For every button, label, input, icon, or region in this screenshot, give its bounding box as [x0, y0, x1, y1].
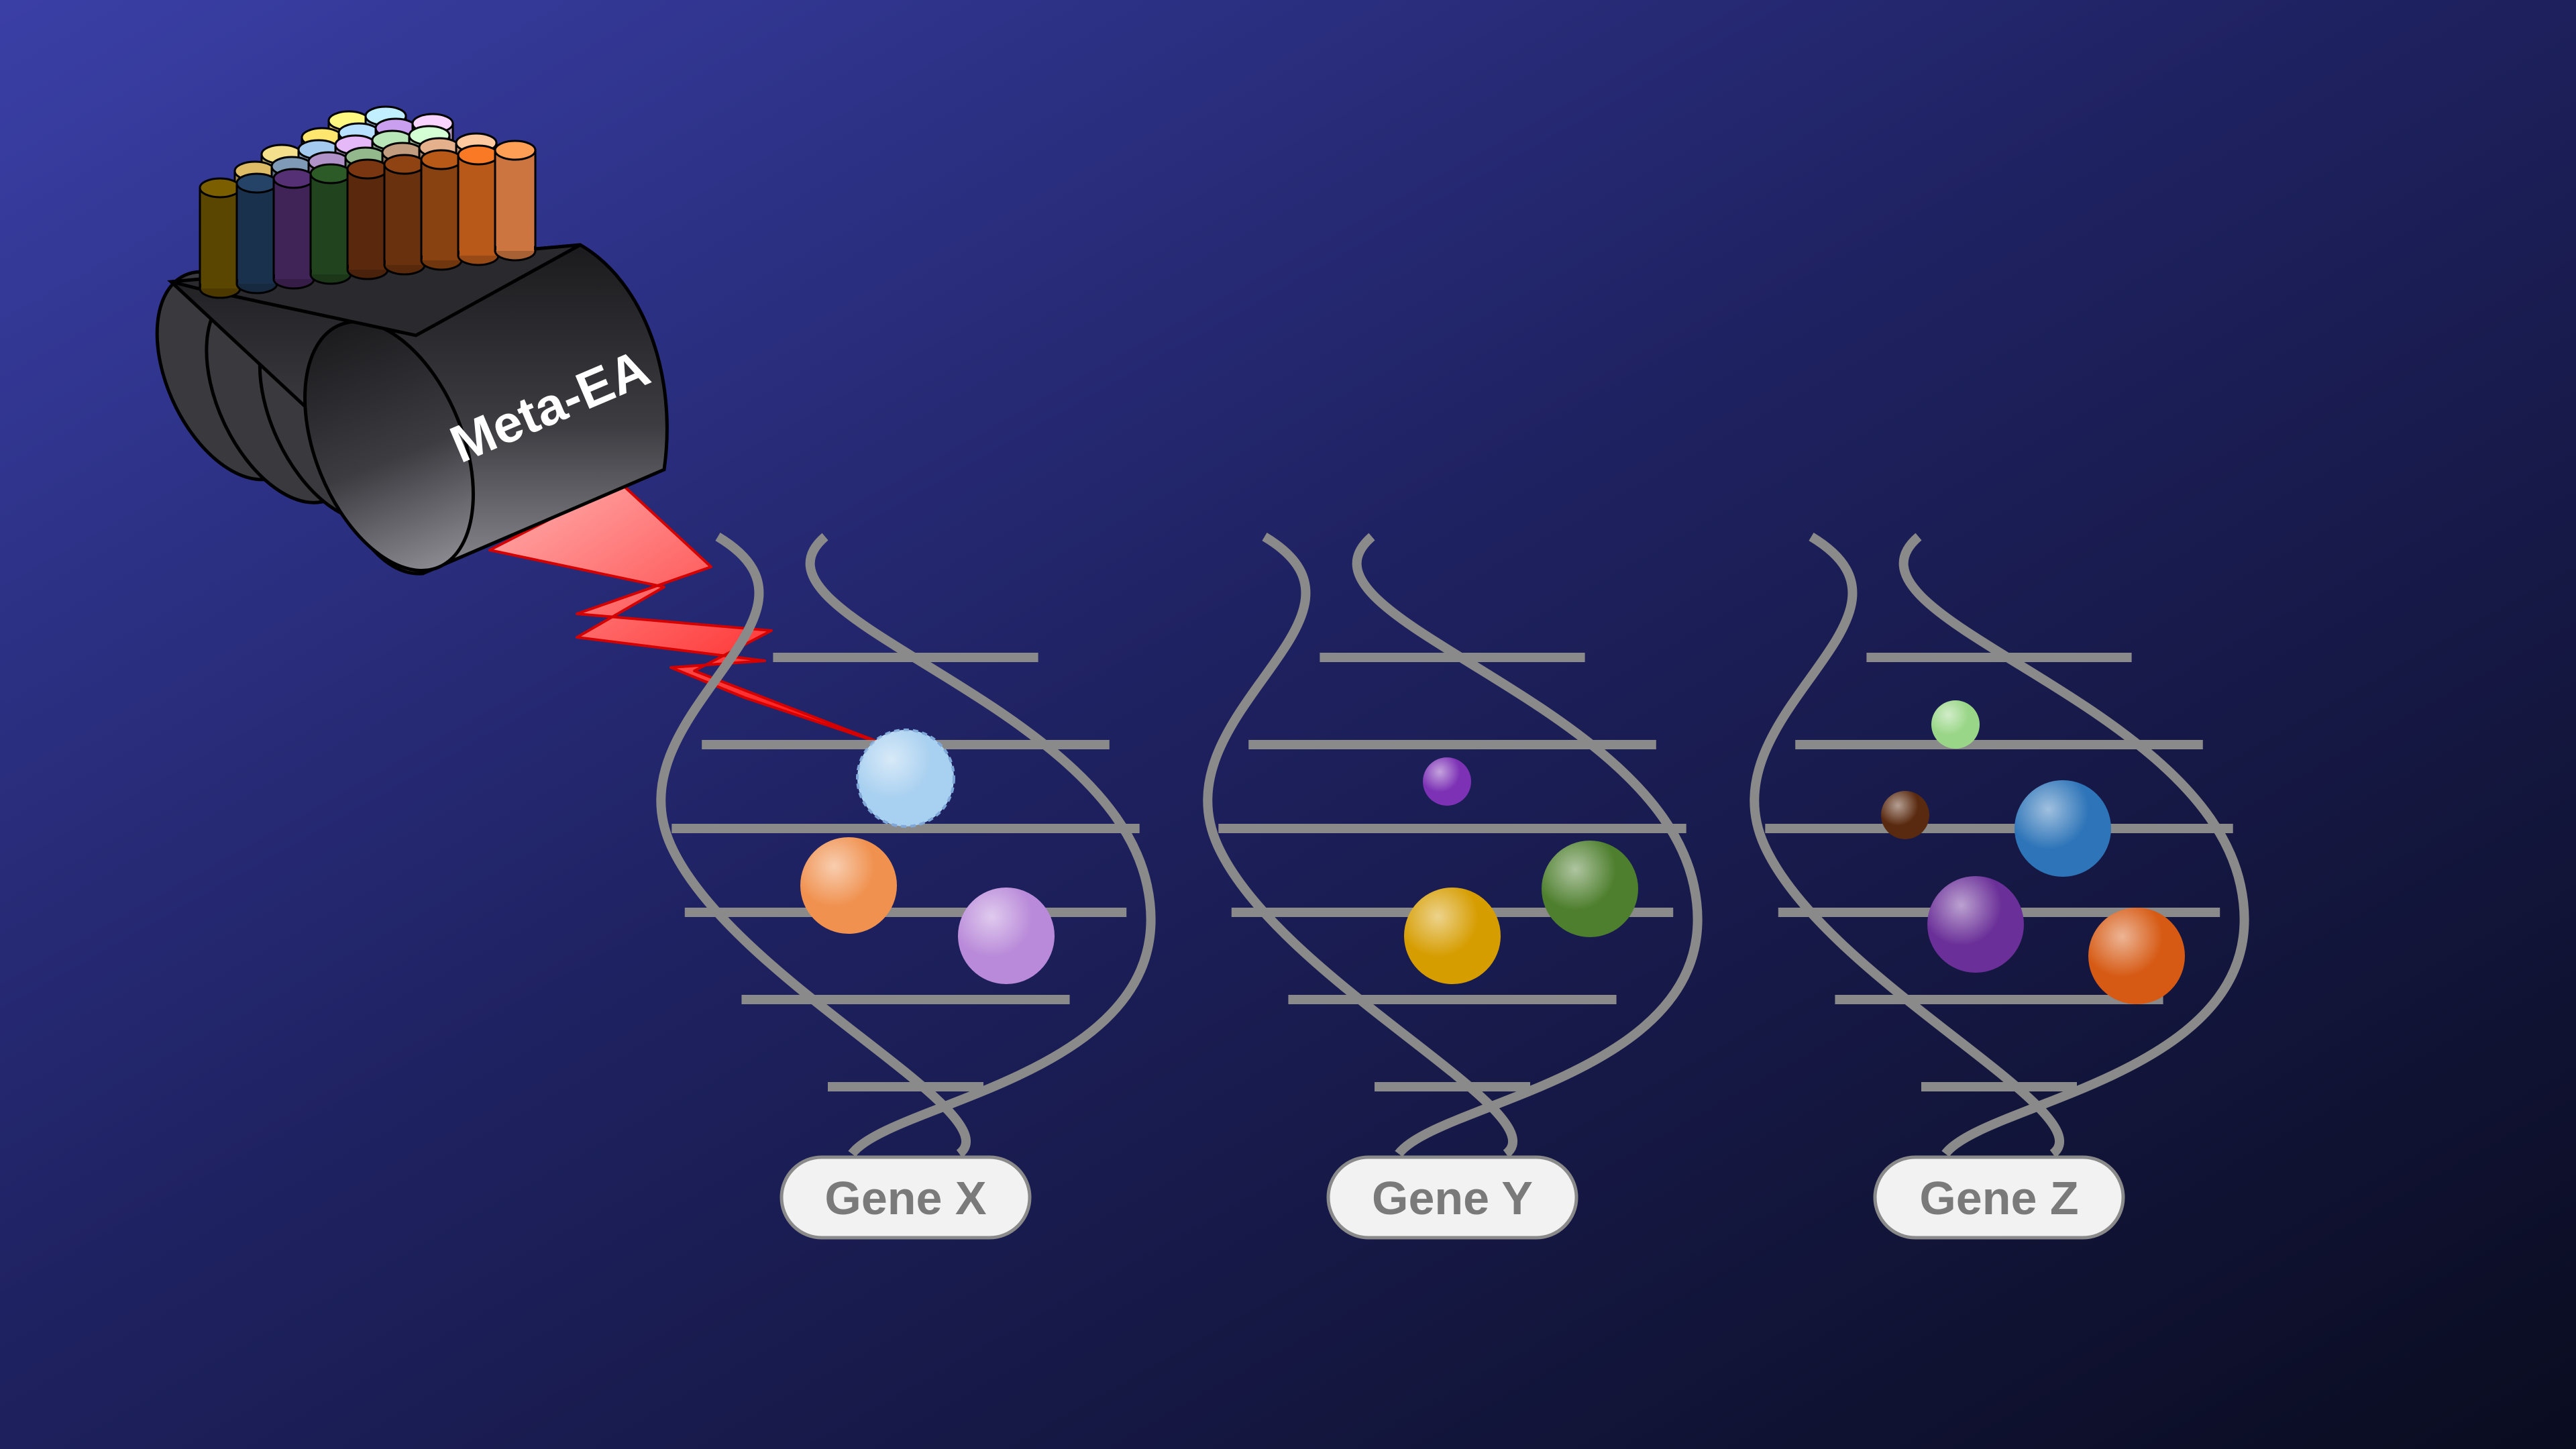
tube — [420, 149, 463, 271]
tube — [199, 177, 241, 299]
gene-dot — [2088, 908, 2185, 1004]
dna-helix — [1750, 533, 2249, 1158]
dna-strand — [656, 533, 971, 1158]
gene-label-text: Gene Y — [1372, 1172, 1533, 1224]
dna-strand — [1352, 533, 1703, 1157]
tube — [272, 168, 315, 290]
tube — [457, 144, 500, 266]
device-body — [155, 243, 669, 576]
dna-strand — [1750, 533, 2064, 1158]
gene-dot — [2015, 780, 2111, 877]
gene-z: Gene Z — [1750, 533, 2249, 1240]
targeted-dot — [856, 729, 955, 828]
gene-x: Gene X — [656, 533, 1156, 1240]
gene-dot — [1881, 791, 1929, 839]
gene-group: Gene X Gene Y Gene Z — [656, 533, 2249, 1240]
tube — [309, 163, 352, 285]
gene-dot — [958, 888, 1055, 984]
dna-strand — [1203, 533, 1517, 1158]
gene-dot — [1404, 888, 1501, 984]
dna-strand — [1898, 533, 2249, 1157]
gene-dot — [1927, 876, 2024, 973]
dna-strand — [805, 533, 1156, 1157]
meta-ea-device: Meta-EA — [155, 105, 669, 576]
tube — [235, 172, 278, 294]
dna-helix — [656, 533, 1156, 1158]
tube — [494, 140, 537, 262]
gene-y: Gene Y — [1203, 533, 1703, 1240]
gene-label: Gene X — [780, 1155, 1032, 1240]
gene-label-text: Gene X — [824, 1172, 987, 1224]
tube-array — [199, 105, 537, 299]
tube — [383, 154, 426, 276]
tube — [346, 158, 389, 280]
gene-label-text: Gene Z — [1919, 1172, 2078, 1224]
gene-dot — [1931, 700, 1980, 749]
gene-label: Gene Y — [1326, 1155, 1578, 1240]
gene-dot — [1542, 841, 1638, 937]
gene-dot — [800, 837, 897, 934]
gene-label: Gene Z — [1873, 1155, 2125, 1240]
gene-dot — [1423, 757, 1471, 806]
